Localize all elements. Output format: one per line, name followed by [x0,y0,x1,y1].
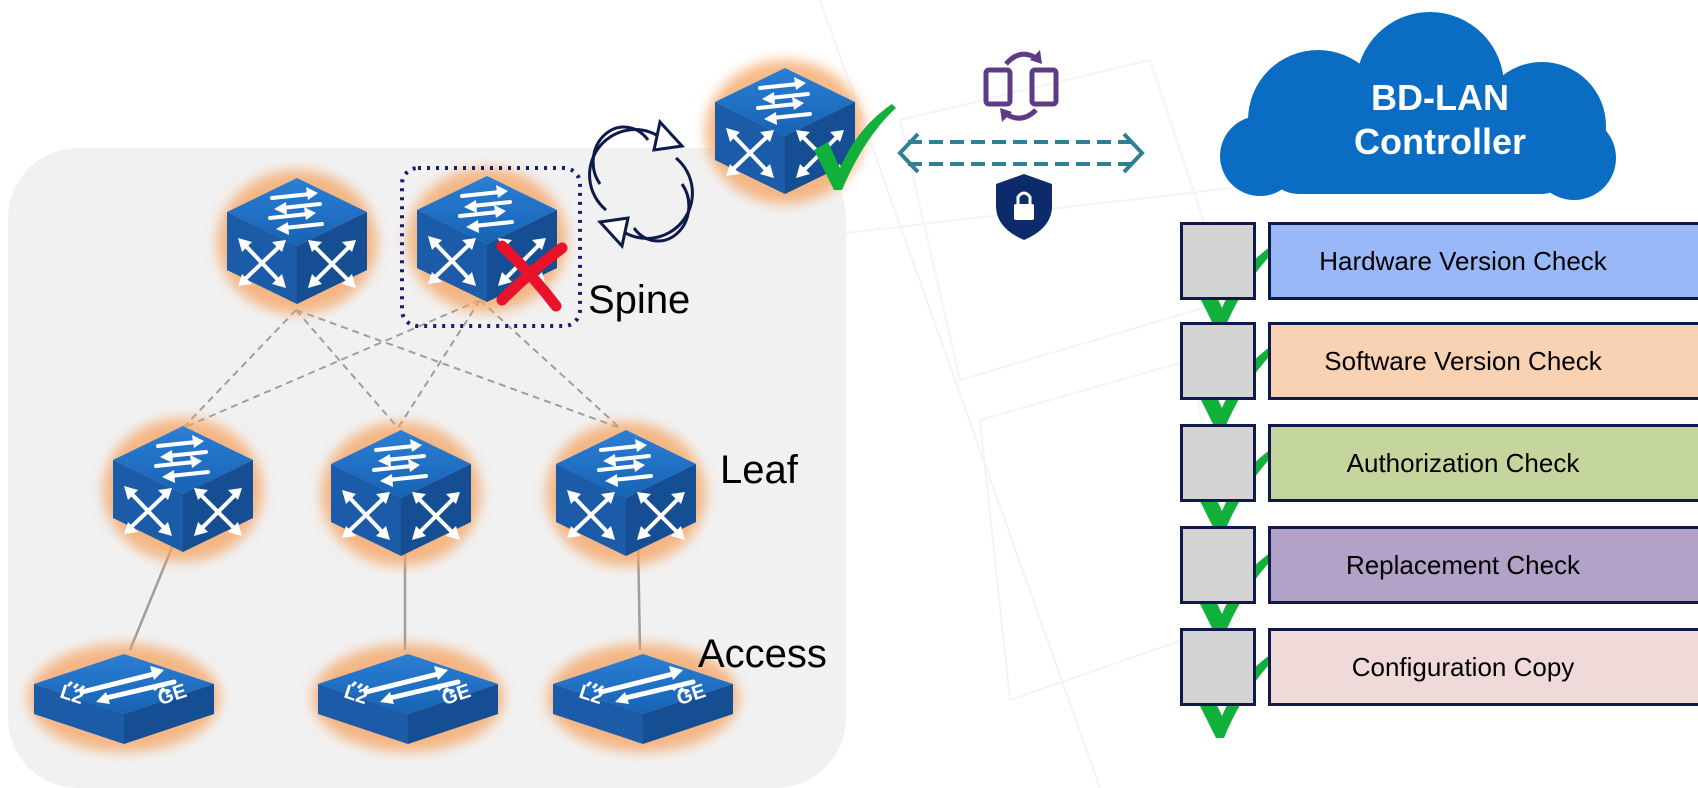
check-label: Software Version Check [1268,322,1698,400]
cross-icon [496,240,568,312]
lock-shield-icon [996,174,1052,240]
check-label: Authorization Check [1268,424,1698,502]
access-switch-2 [312,644,504,752]
tier-label-access: Access [698,632,827,676]
check-label: Replacement Check [1268,526,1698,604]
check-label-text: Configuration Copy [1351,651,1575,682]
check-label-text: Replacement Check [1345,549,1581,580]
secure-channel-arrows [897,132,1145,174]
check-label-text: Hardware Version Check [1319,245,1607,276]
failed-device-highlight [400,166,582,328]
access-switch-1 [28,644,220,752]
check-label: Hardware Version Check [1268,222,1698,300]
sync-icon [588,118,694,250]
check-row: Configuration Copy [1180,628,1698,710]
check-row: Hardware Version Check [1180,222,1698,304]
check-row: Replacement Check [1180,526,1698,608]
check-row: Authorization Check [1180,424,1698,506]
check-label-text: Software Version Check [1324,345,1602,376]
check-status-box [1180,322,1256,400]
leaf-switch-1 [103,418,263,562]
check-label: Configuration Copy [1268,628,1698,706]
check-status-box [1180,526,1256,604]
leaf-switch-2 [321,422,481,566]
spine-switch-1 [217,170,377,314]
cloud-icon [1220,12,1616,200]
leaf-switch-3 [546,422,706,566]
tier-label-leaf: Leaf [720,448,798,492]
check-label-text: Authorization Check [1346,447,1580,478]
controller-line-2: Controller [1353,121,1526,162]
controller-title: BD-LAN Controller [1260,76,1620,164]
controller-line-1: BD-LAN [1371,77,1509,118]
device-swap-icon [983,50,1059,122]
check-status-box [1180,222,1256,300]
check-status-box [1180,628,1256,706]
tier-label-spine: Spine [588,278,691,322]
check-status-box [1180,424,1256,502]
check-row: Software Version Check [1180,322,1698,404]
